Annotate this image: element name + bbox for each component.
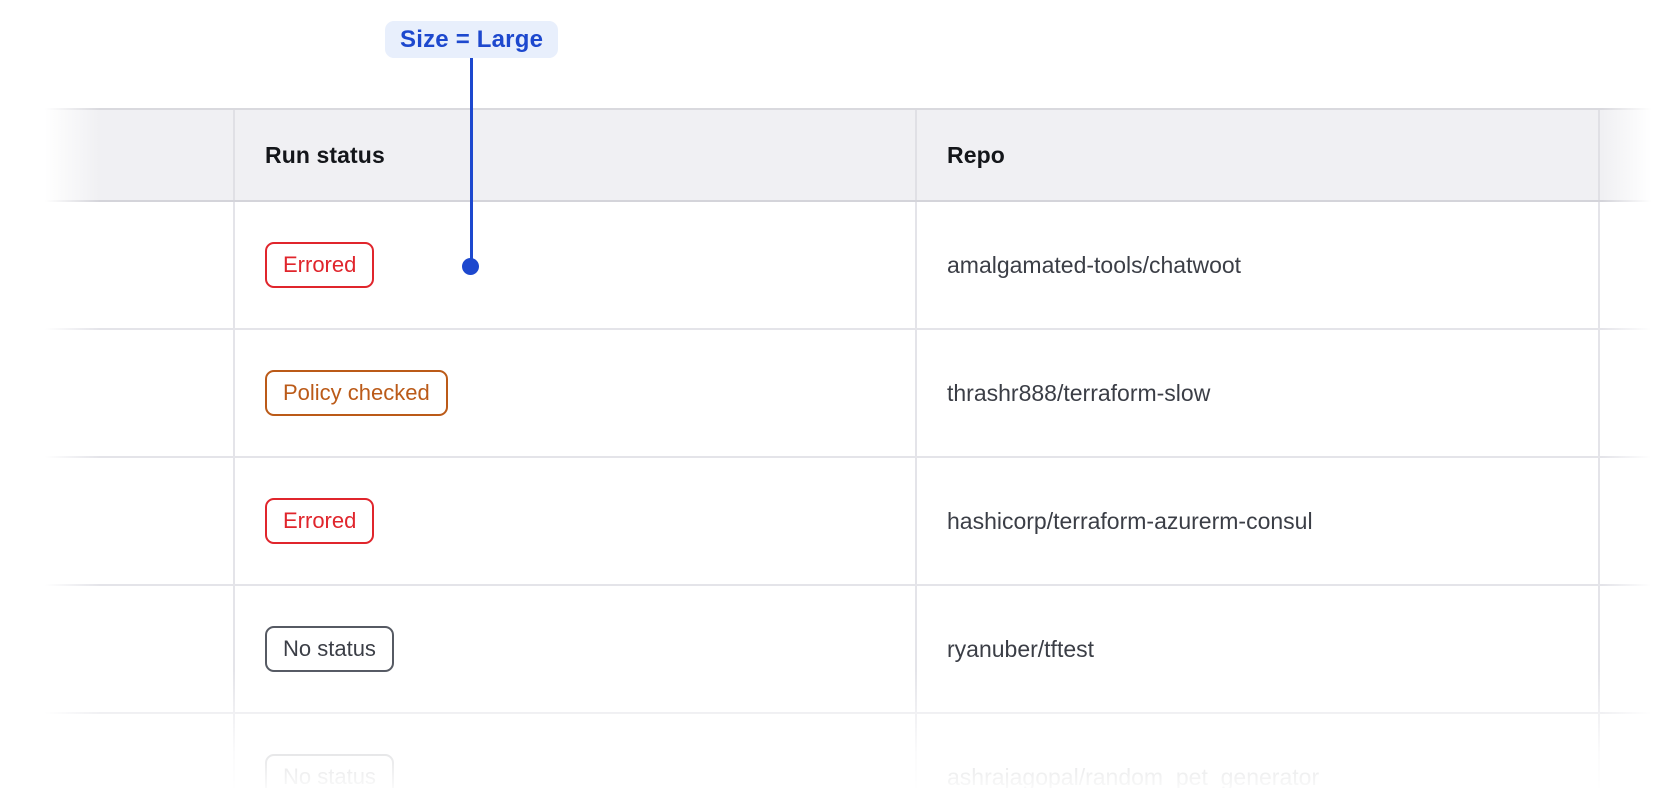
repo-cell: ashrajagopal/random_pet_generator (915, 714, 1598, 788)
annotation-callout: Size = Large (385, 21, 559, 58)
repo-name: ashrajagopal/random_pet_generator (947, 763, 1320, 788)
run-status-badge: Policy checked (265, 370, 448, 416)
repo-name: hashicorp/terraform-azurerm-consul (947, 507, 1313, 534)
row-cell-overflow (1598, 586, 1672, 712)
run-status-badge: Errored (265, 498, 375, 544)
annotation-pointer-line (470, 58, 473, 260)
run-status-badge: No status (265, 626, 394, 672)
table-row[interactable]: Policy checked thrashr888/terraform-slow (44, 330, 1672, 458)
row-cell-overflow (1598, 714, 1672, 788)
run-status-cell: Errored (233, 202, 915, 328)
table-header-row: Run status Repo (44, 108, 1672, 202)
repo-name: ryanuber/tftest (947, 635, 1095, 662)
table-row[interactable]: Errored amalgamated-tools/chatwoot (44, 202, 1672, 330)
run-status-badge: No status (265, 754, 394, 788)
row-cell-overflow (1598, 330, 1672, 456)
row-cell-empty (44, 330, 233, 456)
repo-cell: amalgamated-tools/chatwoot (915, 202, 1598, 328)
run-status-cell: Policy checked (233, 330, 915, 456)
runs-table: Run status Repo Errored amalgamated-tool… (44, 108, 1672, 788)
header-cell-empty (44, 110, 233, 200)
repo-cell: ryanuber/tftest (915, 586, 1598, 712)
row-cell-overflow (1598, 202, 1672, 328)
run-status-badge: Errored (265, 242, 375, 288)
row-cell-overflow (1598, 458, 1672, 584)
row-cell-empty (44, 586, 233, 712)
repo-name: thrashr888/terraform-slow (947, 379, 1211, 406)
table-body: Errored amalgamated-tools/chatwoot Polic… (44, 202, 1672, 788)
table-row[interactable]: No status ryanuber/tftest (44, 586, 1672, 714)
row-cell-empty (44, 202, 233, 328)
annotation-pointer-dot (462, 258, 479, 275)
table-row[interactable]: No status ashrajagopal/random_pet_genera… (44, 714, 1672, 788)
repo-cell: thrashr888/terraform-slow (915, 330, 1598, 456)
run-status-cell: No status (233, 714, 915, 788)
run-status-cell: Errored (233, 458, 915, 584)
row-cell-empty (44, 714, 233, 788)
repo-cell: hashicorp/terraform-azurerm-consul (915, 458, 1598, 584)
table-row[interactable]: Errored hashicorp/terraform-azurerm-cons… (44, 458, 1672, 586)
repo-name: amalgamated-tools/chatwoot (947, 251, 1242, 278)
header-cell-overflow (1598, 110, 1672, 200)
row-cell-empty (44, 458, 233, 584)
header-cell-repo: Repo (915, 110, 1598, 200)
header-cell-run-status: Run status (233, 110, 915, 200)
run-status-cell: No status (233, 586, 915, 712)
